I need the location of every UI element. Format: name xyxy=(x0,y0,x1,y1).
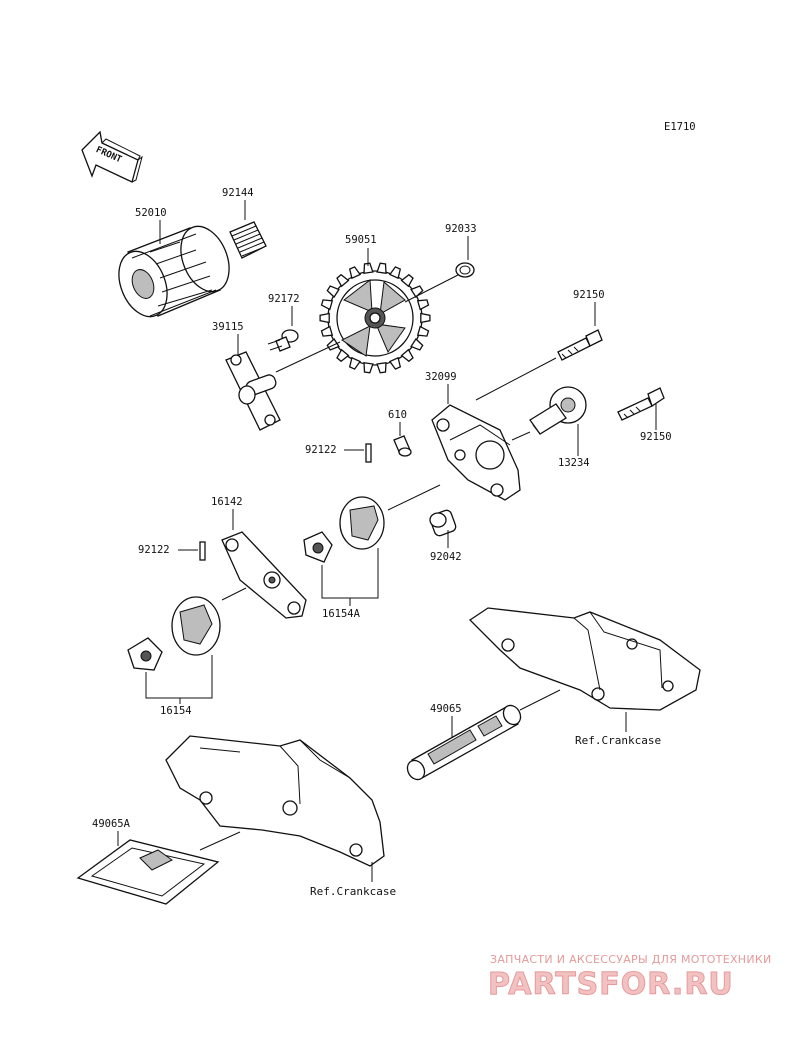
part-label-32099: 32099 xyxy=(425,371,457,383)
screw-92172 xyxy=(267,329,299,352)
ref-crankcase-left: Ref.Crankcase xyxy=(310,885,396,898)
part-label-92150-b: 92150 xyxy=(640,431,672,443)
crankcase-ref-right xyxy=(468,607,701,711)
bolt-92150-a xyxy=(557,329,603,361)
part-label-59051: 59051 xyxy=(345,234,377,246)
front-arrow-icon: FRONT xyxy=(81,130,143,183)
pump-cover-32099 xyxy=(431,404,521,501)
watermark-brand: PARTSFOR.RU xyxy=(488,967,734,1002)
rotor-16154A xyxy=(303,496,385,563)
dowel-610 xyxy=(393,435,412,457)
shaft-39115 xyxy=(225,351,281,431)
part-label-49065: 49065 xyxy=(430,703,462,715)
screen-49065A xyxy=(76,839,220,905)
part-label-16142: 16142 xyxy=(211,496,243,508)
collar-92042 xyxy=(429,509,457,537)
circlip-92033 xyxy=(455,262,475,278)
part-label-92033: 92033 xyxy=(445,223,477,235)
oil-strainer-49065 xyxy=(406,704,522,781)
diagram-code: E1710 xyxy=(664,121,696,133)
part-label-39115: 39115 xyxy=(212,321,244,333)
pin-92122-a xyxy=(365,443,372,463)
gear-59051 xyxy=(319,262,431,374)
spring-92144 xyxy=(229,221,267,259)
crankcase-ref-left xyxy=(165,735,385,867)
part-label-16154A: 16154A xyxy=(322,608,361,620)
part-label-92122-a: 92122 xyxy=(305,444,337,456)
part-label-92172: 92172 xyxy=(268,293,300,305)
part-label-16154: 16154 xyxy=(160,705,192,717)
pin-92122-b xyxy=(199,541,206,561)
part-label-92042: 92042 xyxy=(430,551,462,563)
watermark-tagline: ЗАПЧАСТИ И АКСЕССУАРЫ ДЛЯ МОТОТЕХНИКИ xyxy=(490,953,772,966)
ref-crankcase-right: Ref.Crankcase xyxy=(575,734,661,747)
part-label-610: 610 xyxy=(388,409,407,421)
bolt-92150-b xyxy=(617,387,665,421)
part-label-49065A: 49065A xyxy=(92,818,131,830)
drive-gear-13234 xyxy=(529,386,587,435)
part-label-92122-b: 92122 xyxy=(138,544,170,556)
part-label-52010: 52010 xyxy=(135,207,167,219)
part-label-13234: 13234 xyxy=(558,457,590,469)
plate-16142 xyxy=(221,531,307,619)
oil-filter-52010 xyxy=(118,225,230,318)
part-label-92150-a: 92150 xyxy=(573,289,605,301)
part-label-92144: 92144 xyxy=(222,187,254,199)
rotor-16154 xyxy=(127,596,221,671)
